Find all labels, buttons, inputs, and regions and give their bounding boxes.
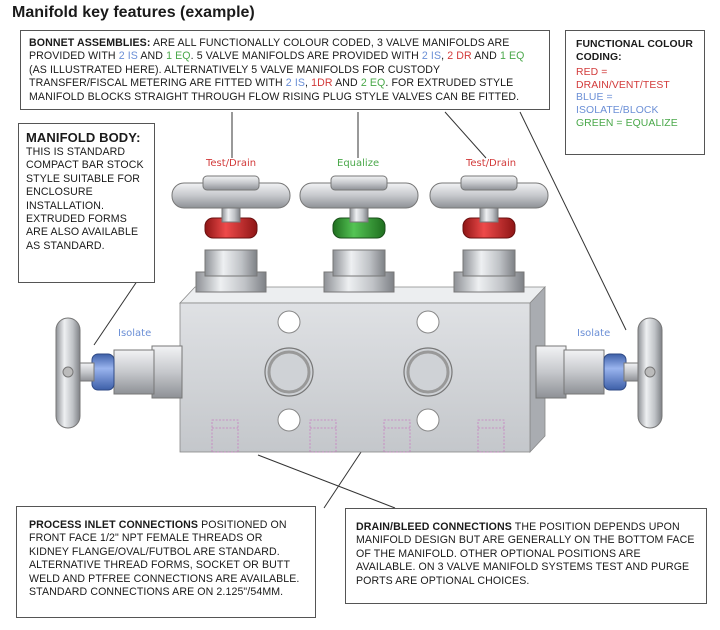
- valve-isolate-right: [535, 317, 663, 429]
- valve-equalize: [299, 175, 419, 293]
- colour-coding-legend: FUNCTIONAL COLOUR CODING: RED = DRAIN/VE…: [565, 30, 705, 155]
- label-isolate-left: Isolate: [118, 328, 152, 339]
- leader-lines: [93, 111, 627, 509]
- label-test-drain-right: Test/Drain: [466, 158, 517, 169]
- code-eq: 1 EQ: [166, 50, 191, 63]
- valve-isolate-left: [55, 317, 183, 429]
- valve-test-drain-left: [171, 175, 291, 293]
- manifold-body-heading: MANIFOLD BODY:: [26, 130, 141, 145]
- legend-red: RED = DRAIN/VENT/TEST: [576, 67, 670, 91]
- manifold-body: [179, 285, 546, 454]
- bonnet-text: . FOR EXTRUDED STYLE MANIFOLD BLOCKS STR…: [29, 77, 520, 103]
- manifold-body-text: THIS IS STANDARD COMPACT BAR STOCK STYLE…: [26, 146, 144, 252]
- page-title: Manifold key features (example): [12, 4, 255, 21]
- bonnet-text: ARE ALL FUNCTIONALLY COLOUR CODED, 3 VAL…: [29, 37, 510, 63]
- bonnet-text: ,: [441, 50, 448, 63]
- legend-blue: BLUE = ISOLATE/BLOCK: [576, 92, 659, 116]
- code-eq: 1 EQ: [499, 50, 525, 63]
- colour-coding-heading: FUNCTIONAL COLOUR CODING:: [576, 39, 693, 63]
- label-isolate-right: Isolate: [577, 328, 611, 339]
- inlet-text: POSITIONED ON FRONT FACE 1/2" NPT FEMALE…: [29, 519, 300, 599]
- bonnet-text: AND: [137, 50, 167, 63]
- bonnet-text: AND: [332, 77, 361, 90]
- drain-heading: DRAIN/BLEED CONNECTIONS: [356, 521, 512, 533]
- bonnet-text: AND: [471, 50, 500, 63]
- bonnet-assemblies-callout: BONNET ASSEMBLIES: ARE ALL FUNCTIONALLY …: [20, 30, 550, 110]
- code-dr: 1DR: [311, 77, 333, 90]
- code-is: 2 IS: [421, 50, 442, 63]
- manifold-body-callout: MANIFOLD BODY: THIS IS STANDARD COMPACT …: [18, 123, 155, 283]
- drain-text: THE POSITION DEPENDS UPON MANIFOLD DESIG…: [356, 521, 695, 587]
- legend-green: GREEN = EQUALIZE: [576, 117, 678, 129]
- code-eq: 2 EQ: [360, 77, 386, 90]
- label-test-drain-left: Test/Drain: [206, 158, 257, 169]
- code-dr: 2 DR: [447, 50, 472, 63]
- process-inlet-callout: PROCESS INLET CONNECTIONS POSITIONED ON …: [16, 506, 316, 618]
- bonnet-heading: BONNET ASSEMBLIES:: [29, 37, 151, 49]
- code-is: 2 IS: [285, 77, 306, 90]
- valve-test-drain-right: [429, 175, 549, 293]
- inlet-heading: PROCESS INLET CONNECTIONS: [29, 519, 199, 531]
- bonnet-text: . 5 VALVE MANIFOLDS ARE PROVIDED WITH: [190, 50, 422, 63]
- drain-bleed-callout: DRAIN/BLEED CONNECTIONS THE POSITION DEP…: [345, 508, 707, 604]
- code-is: 2 IS: [118, 50, 138, 63]
- label-equalize: Equalize: [337, 158, 380, 169]
- bonnet-text: ,: [305, 77, 312, 90]
- bonnet-text: (AS ILLUSTRATED HERE). ALTERNATIVELY 5 V…: [29, 63, 441, 90]
